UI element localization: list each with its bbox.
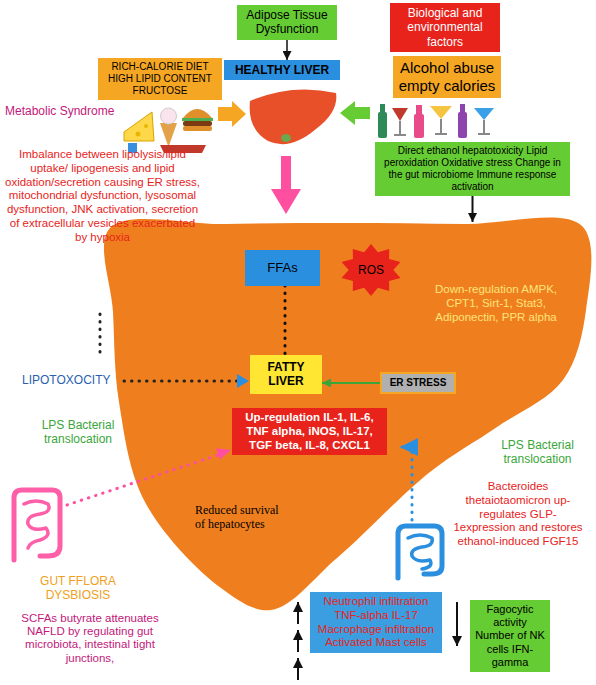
liver-picture xyxy=(250,89,337,144)
category-label: Metabolic Syndrome xyxy=(5,104,125,118)
box-text: ROS xyxy=(358,263,384,277)
process-box: ER STRESS xyxy=(380,372,456,394)
cause-box: Biological and environmental factors xyxy=(390,3,500,52)
arrow-head xyxy=(216,448,231,459)
box-text: RICH-CALORIE DIET HIGH LIPID CONTENT FRU… xyxy=(102,61,218,97)
alcohol-arrow xyxy=(340,101,370,125)
gut-icon xyxy=(398,526,442,578)
note-text: LPS Bacterial translocation xyxy=(490,438,585,467)
box-text: FATTY LIVER xyxy=(253,360,319,389)
cause-box: Alcohol abuse empty calories xyxy=(393,56,501,98)
fatty-liver-organ: Down-regulation AMPK, CPT1, Sirt-1, Stat… xyxy=(105,222,587,617)
organ-label: HEALTHY LIVER xyxy=(224,60,340,80)
cytokine-box: Up-regulation IL-1, IL-6, TNF alpha, iNO… xyxy=(232,408,387,455)
dotted-leader xyxy=(99,314,102,356)
food-icons xyxy=(124,108,213,153)
immune-box: Fagocytic activity Number of NK cells IF… xyxy=(470,600,550,672)
gut-icon xyxy=(14,490,60,560)
note-text: Imbalance between lipolysis/lipid uptake… xyxy=(5,148,200,245)
category-label: LIPOTOXOCITY xyxy=(22,373,122,387)
dotted-arrow xyxy=(67,454,221,505)
connector xyxy=(286,40,288,60)
decrease-arrow xyxy=(456,602,458,646)
cause-box: RICH-CALORIE DIET HIGH LIPID CONTENT FRU… xyxy=(98,58,222,100)
drink-icons xyxy=(378,104,494,138)
note-text: SCFAs butyrate attenuates NAFLD by regul… xyxy=(4,612,176,665)
process-box: FFAs xyxy=(245,250,320,286)
box-text: Alcohol abuse empty calories xyxy=(397,59,497,95)
arrow-head xyxy=(237,374,249,388)
connector xyxy=(284,286,287,355)
increase-arrows xyxy=(297,602,299,680)
box-text: Direct ethanol hepatotoxicity Lipid pero… xyxy=(379,145,566,193)
liver-shape xyxy=(104,217,591,610)
box-text: FFAs xyxy=(249,260,316,276)
box-text: Biological and environmental factors xyxy=(394,6,496,49)
dotted-leader xyxy=(124,380,238,383)
category-label: GUT FFLORA DYSBIOSIS xyxy=(22,574,134,603)
note-text: Bacteroides thetaiotaomicron up-regulate… xyxy=(450,480,586,549)
immune-box: Neutrophil infiltration TNF-alpha IL-17 … xyxy=(310,592,442,653)
progression-arrow xyxy=(271,156,301,214)
star-shape xyxy=(342,244,401,296)
star-burst: ROS xyxy=(340,244,402,296)
process-box: FATTY LIVER xyxy=(250,355,322,394)
organ-note: Reduced survival of hepatocytes xyxy=(195,503,283,532)
organ-note: Down-regulation AMPK, CPT1, Sirt-1, Stat… xyxy=(425,283,567,324)
mechanism-box: Direct ethanol hepatotoxicity Lipid pero… xyxy=(375,142,570,196)
cause-box: Adipose Tissue Dysfunction xyxy=(237,5,337,40)
diet-arrow xyxy=(218,101,246,127)
box-text: Up-regulation IL-1, IL-6, TNF alpha, iNO… xyxy=(236,411,383,452)
box-text: ER STRESS xyxy=(386,377,450,389)
connector xyxy=(322,382,380,384)
box-text: Neutrophil infiltration TNF-alpha IL-17 … xyxy=(314,595,438,650)
connector xyxy=(472,196,474,222)
dotted-arrow xyxy=(400,447,412,520)
note-text: LPS Bacterial translocation xyxy=(38,418,118,447)
box-text: Adipose Tissue Dysfunction xyxy=(241,8,333,37)
box-text: Fagocytic activity Number of NK cells IF… xyxy=(474,603,546,669)
box-text: HEALTHY LIVER xyxy=(228,63,336,77)
